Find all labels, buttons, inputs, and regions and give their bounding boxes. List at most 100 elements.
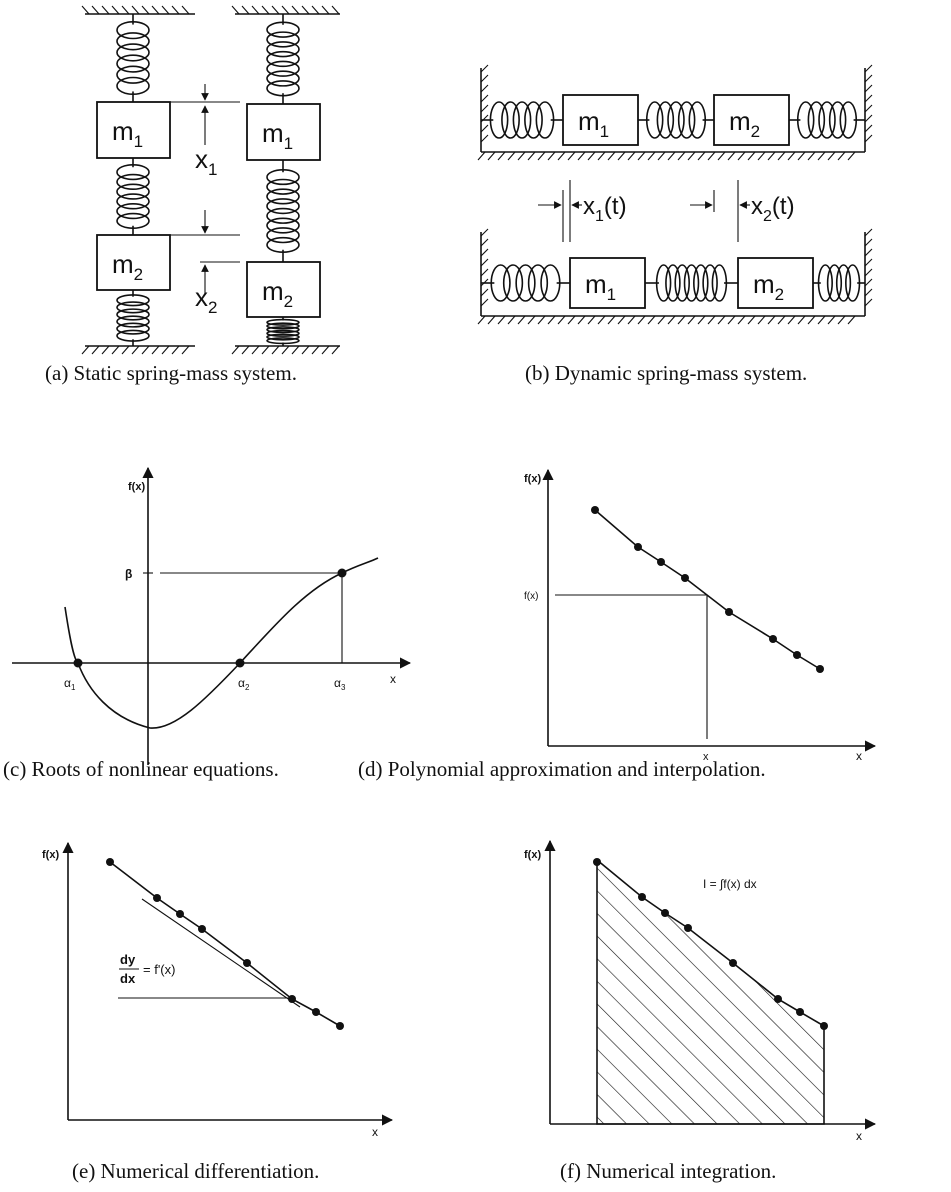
data-point	[312, 1008, 320, 1016]
b-bottom-mass2-box	[737, 257, 814, 309]
spring-coil	[116, 322, 150, 335]
spring-coil	[266, 326, 300, 334]
spring-coil	[116, 308, 150, 321]
a-mass1-left-label: m1	[112, 116, 143, 151]
data-point	[288, 995, 296, 1003]
a-mass1-box-right	[246, 103, 321, 161]
panel-numerical-integration: I = ∫f(x) dx f(x) x (f) Numerical integr…	[524, 839, 877, 1183]
b-top-mass2-label: m2	[729, 106, 760, 141]
data-point	[106, 858, 114, 866]
spring-coil	[116, 54, 150, 73]
f-xlabel: x	[856, 1129, 862, 1143]
spring-coil	[266, 169, 300, 186]
e-ylabel: f(x)	[42, 849, 59, 861]
data-point	[243, 959, 251, 967]
spring-coil	[266, 41, 300, 58]
data-point	[661, 909, 669, 917]
spring-coil	[693, 264, 709, 302]
e-deriv-denominator: dx	[120, 971, 136, 986]
c-beta-label: β	[125, 567, 132, 581]
spring-coil	[116, 173, 150, 190]
spring-coil	[828, 101, 847, 139]
spring-coil	[266, 333, 300, 341]
spring-coil	[266, 70, 300, 87]
spring-coil	[116, 203, 150, 220]
spring-coil	[702, 264, 718, 302]
b-top-mass1-box	[562, 94, 639, 146]
spring-coil	[502, 264, 524, 302]
spring-coil	[826, 264, 843, 302]
spring-coil	[116, 183, 150, 200]
spring-coil	[667, 101, 685, 139]
c-function-curve	[64, 557, 379, 729]
e-tangent-line	[141, 898, 301, 1008]
data-point	[729, 959, 737, 967]
spring-coil	[116, 193, 150, 210]
c-root2-label: α2	[238, 676, 250, 692]
spring-coil	[116, 65, 150, 84]
caption-d: (d) Polynomial approximation and interpo…	[358, 757, 766, 781]
spring-coil	[515, 264, 536, 302]
data-point	[820, 1022, 828, 1030]
spring-coil	[818, 101, 836, 139]
e-fitted-curve	[109, 861, 341, 1027]
b-bottom-mass2-label: m2	[753, 269, 784, 304]
spring-coil	[116, 301, 150, 314]
a-mass2-box-left	[96, 234, 171, 291]
c-ylabel: f(x)	[128, 481, 145, 493]
spring-coil	[665, 264, 681, 302]
spring-coil	[266, 198, 300, 215]
caption-a: (a) Static spring-mass system.	[45, 361, 297, 385]
spring-coil	[796, 101, 815, 139]
data-point	[176, 910, 184, 918]
b-top-mass1-label: m1	[578, 106, 609, 141]
data-point	[725, 608, 733, 616]
spring-coil	[512, 101, 532, 139]
spring-coil	[116, 20, 150, 40]
data-point	[816, 665, 824, 673]
a-mass1-right-label: m1	[262, 118, 293, 153]
spring-coil	[489, 101, 509, 139]
data-point	[684, 924, 692, 932]
d-xlabel: x	[856, 749, 862, 763]
d-interp-xlabel: x	[703, 751, 709, 763]
spring-coil	[266, 322, 300, 330]
spring-coil	[490, 264, 511, 302]
spring-coil	[116, 315, 150, 328]
a-mass1-box-left	[96, 101, 171, 159]
spring-coil	[835, 264, 852, 302]
caption-b: (b) Dynamic spring-mass system.	[525, 361, 807, 385]
spring-coil	[116, 164, 150, 181]
panel-numerical-differentiation: f(x) x dy dx = f'(x) (e) Numerical diffe…	[42, 841, 394, 1183]
e-deriv-numerator: dy	[120, 952, 136, 967]
panel-polynomial-interpolation: f(x) f(x) x x (d) Polynomial approximati…	[358, 468, 877, 781]
a-disp2-label: x2	[195, 282, 217, 317]
c-root3-point	[337, 568, 347, 578]
spring-coil	[266, 329, 300, 337]
e-deriv-rhs: = f'(x)	[143, 962, 175, 977]
spring-coil	[266, 217, 300, 234]
data-point	[153, 894, 161, 902]
b-disp2-label: x2(t)	[751, 193, 795, 225]
spring-coil	[266, 60, 300, 77]
data-point	[591, 506, 599, 514]
caption-c: (c) Roots of nonlinear equations.	[3, 757, 279, 781]
a-disp1-label: x1	[195, 144, 217, 179]
panel-dynamic-spring-mass: m1 m2 m1 m2 x1(t) x2(t) (b) Dynamic spri…	[477, 64, 873, 385]
spring-coil	[527, 264, 549, 302]
panel-roots-nonlinear: f(x) x β α1 α2 α3 (c) Roots of nonlinear…	[3, 466, 412, 781]
f-ylabel: f(x)	[524, 849, 541, 861]
data-point	[198, 925, 206, 933]
data-point	[593, 858, 601, 866]
spring-coil	[501, 101, 520, 139]
spring-coil	[266, 318, 300, 326]
spring-coil	[524, 101, 543, 139]
d-interp-ylabel: f(x)	[524, 591, 538, 602]
spring-coil	[817, 264, 833, 302]
data-point	[769, 635, 777, 643]
a-mass2-right-label: m2	[262, 276, 293, 311]
spring-coil	[807, 101, 826, 139]
b-bottom-mass1-box	[569, 257, 646, 309]
e-xlabel: x	[372, 1125, 378, 1139]
c-root3-label: α3	[334, 676, 346, 692]
